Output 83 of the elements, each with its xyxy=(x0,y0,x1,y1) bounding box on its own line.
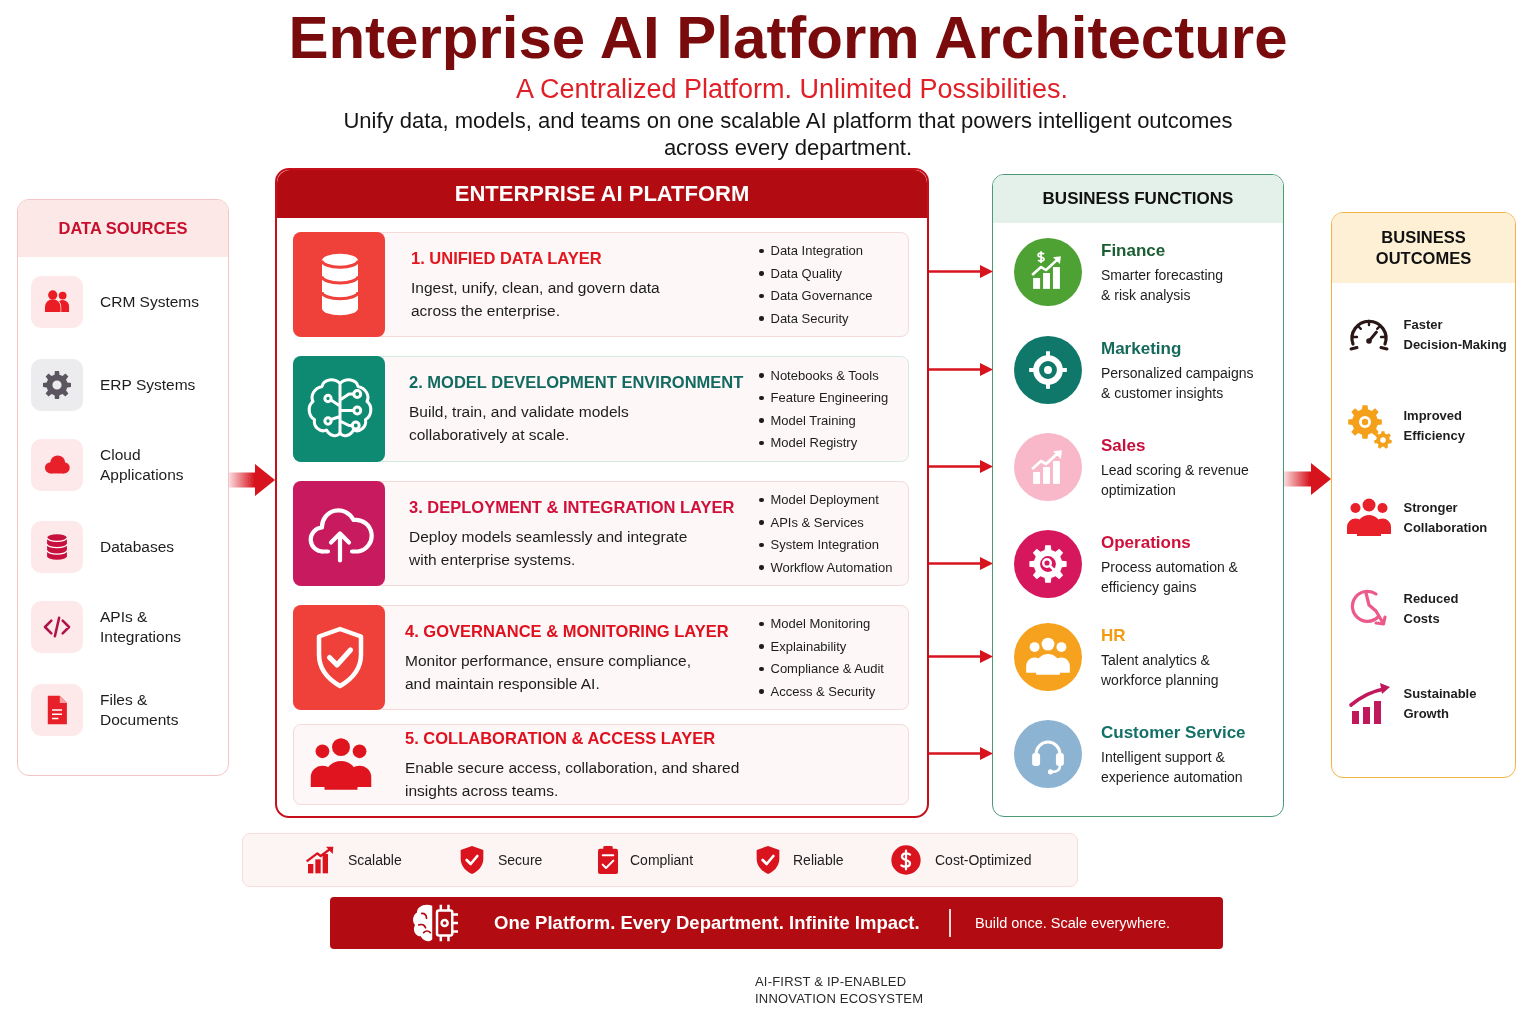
bullet-item: Workflow Automation xyxy=(770,558,893,576)
function-name: Finance xyxy=(1101,239,1167,261)
layer-description: Ingest, unify, clean, and govern data across the enterprise. xyxy=(411,277,661,321)
layer-card xyxy=(293,605,909,710)
layer-card xyxy=(293,481,909,586)
layer-card xyxy=(293,232,909,337)
layer-description: Monitor performance, ensure compliance, and maintain responsible AI. xyxy=(405,650,693,694)
layer-description: Enable secure access, collaboration, and shared insights across teams. xyxy=(405,757,741,801)
bullet-item: Access & Security xyxy=(770,682,876,700)
diagram-title: Enterprise AI Platform Architecture xyxy=(288,6,1288,70)
function-description: Process automation & efficiency gains xyxy=(1101,557,1239,596)
source-label: APIs & Integrations xyxy=(100,606,182,647)
outcome-label: Faster Decision-Making xyxy=(1403,315,1508,354)
attribute-bar xyxy=(242,833,1078,887)
function-description: Intelligent support & experience automation xyxy=(1101,747,1244,786)
bullet-item: Data Governance xyxy=(770,287,873,305)
arrow xyxy=(929,557,993,570)
slogan-text: One Platform. Every Department. Infinite Impact. xyxy=(494,912,920,934)
arrow xyxy=(929,265,993,278)
outcome-label: Reduced Costs xyxy=(1403,589,1460,628)
outcome-label: Improved Efficiency xyxy=(1403,406,1466,445)
tagline-text: AI-FIRST & IP-ENABLED INNOVATION ECOSYSTEM xyxy=(755,973,925,1007)
attribute-label: Cost-Optimized xyxy=(935,851,1032,869)
panel-heading: BUSINESS FUNCTIONS xyxy=(993,175,1283,223)
source-label: Files & Documents xyxy=(100,689,180,730)
layer-card xyxy=(293,356,909,462)
subtitle: A Centralized Platform. Unlimited Possibilities. xyxy=(515,73,1069,105)
attribute-label: Reliable xyxy=(793,851,844,869)
bullet-item: Notebooks & Tools xyxy=(770,366,879,384)
bullet-item: Data Quality xyxy=(770,264,843,282)
function-name: Sales xyxy=(1101,434,1147,456)
layer-heading: 2. MODEL DEVELOPMENT ENVIRONMENT xyxy=(409,372,745,393)
bullet-item: Model Registry xyxy=(770,434,858,452)
function-description: Smarter forecasting & risk analysis xyxy=(1101,265,1225,304)
function-name: HR xyxy=(1101,624,1127,646)
source-label: Cloud Applications xyxy=(100,444,185,485)
bullet-item: Data Security xyxy=(770,309,849,327)
layer-heading: 5. COLLABORATION & ACCESS LAYER xyxy=(405,727,717,749)
block-arrow xyxy=(1284,463,1331,495)
block-arrow xyxy=(229,464,275,496)
platform-panel xyxy=(275,168,929,818)
source-label: CRM Systems xyxy=(100,291,201,312)
function-description: Personalized campaigns & customer insights xyxy=(1101,363,1255,402)
panel-heading: ENTERPRISE AI PLATFORM xyxy=(277,170,927,218)
business-outcomes-panel xyxy=(1331,212,1516,778)
attribute-label: Compliant xyxy=(630,851,694,869)
arrow xyxy=(929,460,993,473)
outcome-label: Sustainable Growth xyxy=(1403,684,1478,723)
bullet-item: Compliance & Audit xyxy=(770,660,884,678)
source-label: Databases xyxy=(100,536,176,557)
bullet-item: Model Deployment xyxy=(770,491,879,509)
function-description: Talent analytics & workforce planning xyxy=(1101,650,1220,689)
layer-heading: 3. DEPLOYMENT & INTEGRATION LAYER xyxy=(409,496,736,518)
layer-heading: 1. UNIFIED DATA LAYER xyxy=(411,247,603,269)
layer-description: Build, train, and validate models collaboratively at scale. xyxy=(409,402,630,445)
bullet-item: APIs & Services xyxy=(770,513,864,531)
function-name: Customer Service xyxy=(1101,721,1247,743)
layer-description: Deploy models seamlessly and integrate with enterprise systems. xyxy=(409,526,689,570)
bullet-item: Model Monitoring xyxy=(770,615,871,633)
arrow xyxy=(929,650,993,663)
bullet-item: Explainability xyxy=(770,637,847,655)
bullet-item: Feature Engineering xyxy=(770,389,889,407)
arrow xyxy=(929,363,993,376)
description-text: Unify data, models, and teams on one scalable AI platform that powers intelligent outcomes across every department. xyxy=(342,107,1234,161)
bullet-item: Model Training xyxy=(770,411,856,429)
business-functions-panel xyxy=(992,174,1284,817)
outcome-label: Stronger Collaboration xyxy=(1403,498,1489,537)
bullet-item: System Integration xyxy=(770,536,879,554)
attribute-label: Secure xyxy=(498,851,543,869)
layer-heading: 4. GOVERNANCE & MONITORING LAYER xyxy=(405,620,730,642)
layer-card xyxy=(293,724,909,805)
panel-heading: DATA SOURCES xyxy=(18,200,228,257)
source-label: ERP Systems xyxy=(100,374,197,395)
slogan-banner xyxy=(330,897,1223,949)
bullet-item: Data Integration xyxy=(770,242,863,260)
function-name: Marketing xyxy=(1101,337,1183,359)
function-description: Lead scoring & revenue optimization xyxy=(1101,460,1250,499)
arrow xyxy=(929,747,993,760)
data-sources-panel xyxy=(17,199,229,776)
function-name: Operations xyxy=(1101,531,1192,553)
attribute-label: Scalable xyxy=(348,851,402,869)
panel-heading: BUSINESS OUTCOMES xyxy=(1332,213,1515,283)
slogan-subtext: Build once. Scale everywhere. xyxy=(975,914,1171,932)
